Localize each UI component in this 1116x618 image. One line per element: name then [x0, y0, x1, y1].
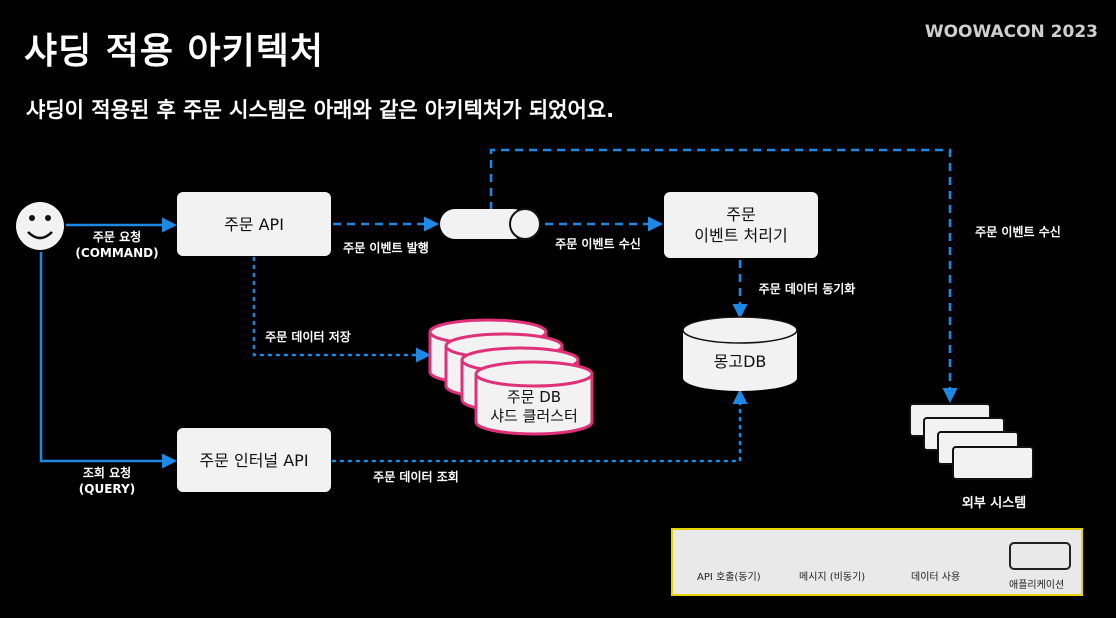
data-query-arrow — [331, 389, 748, 463]
order-db-cluster-label: 주문 DB 샤드 클러스터 — [490, 388, 578, 425]
legend-message: 메시지 (비동기) — [799, 572, 866, 583]
user-icon — [16, 202, 64, 250]
legend-data-use: 데이터 사용 — [911, 572, 961, 583]
external-event-receive-label: 주문 이벤트 수신 — [975, 225, 1061, 239]
legend-application: 애플리케이션 — [1009, 580, 1065, 591]
order-db-cluster-icon — [428, 318, 594, 436]
mongo-db-label: 몽고DB — [713, 352, 767, 371]
page-subtitle: 샤딩이 적용된 후 주문 시스템은 아래와 같은 아키텍처가 되었어요. — [26, 98, 615, 122]
data-save-arrow — [252, 256, 431, 363]
order-request-label: 주문 요청 (COMMAND) — [75, 230, 159, 260]
data-query-label: 주문 데이터 조회 — [373, 470, 459, 484]
brand-logo-text: WOOWACON 2023 — [924, 22, 1098, 42]
data-save-label: 주문 데이터 저장 — [265, 330, 351, 344]
data-sync-label: 주문 데이터 동기화 — [758, 282, 856, 296]
page-title: 샤딩 적용 아키텍처 — [24, 31, 325, 72]
event-publish-label: 주문 이벤트 발행 — [343, 241, 429, 255]
external-system-label: 외부 시스템 — [961, 496, 1027, 511]
order-api-box: 주문 API — [177, 192, 331, 256]
query-arrow — [39, 252, 177, 469]
message-queue-icon — [440, 208, 541, 240]
legend-api-call: API 호출(동기) — [697, 572, 761, 583]
mongo-db-icon — [682, 316, 798, 391]
event-receive-label: 주문 이벤트 수신 — [555, 237, 641, 251]
order-internal-api-box: 주문 인터널 API — [177, 428, 331, 492]
external-system-icon — [909, 403, 1034, 480]
order-event-processor-box: 주문 이벤트 처리기 — [664, 192, 818, 258]
legend-application-icon — [1009, 542, 1071, 570]
legend: API 호출(동기) 메시지 (비동기) 데이터 사용 애플리케이션 — [671, 528, 1083, 596]
query-request-label: 조회 요청 (QUERY) — [78, 466, 136, 496]
external-event-arrow — [489, 148, 958, 403]
